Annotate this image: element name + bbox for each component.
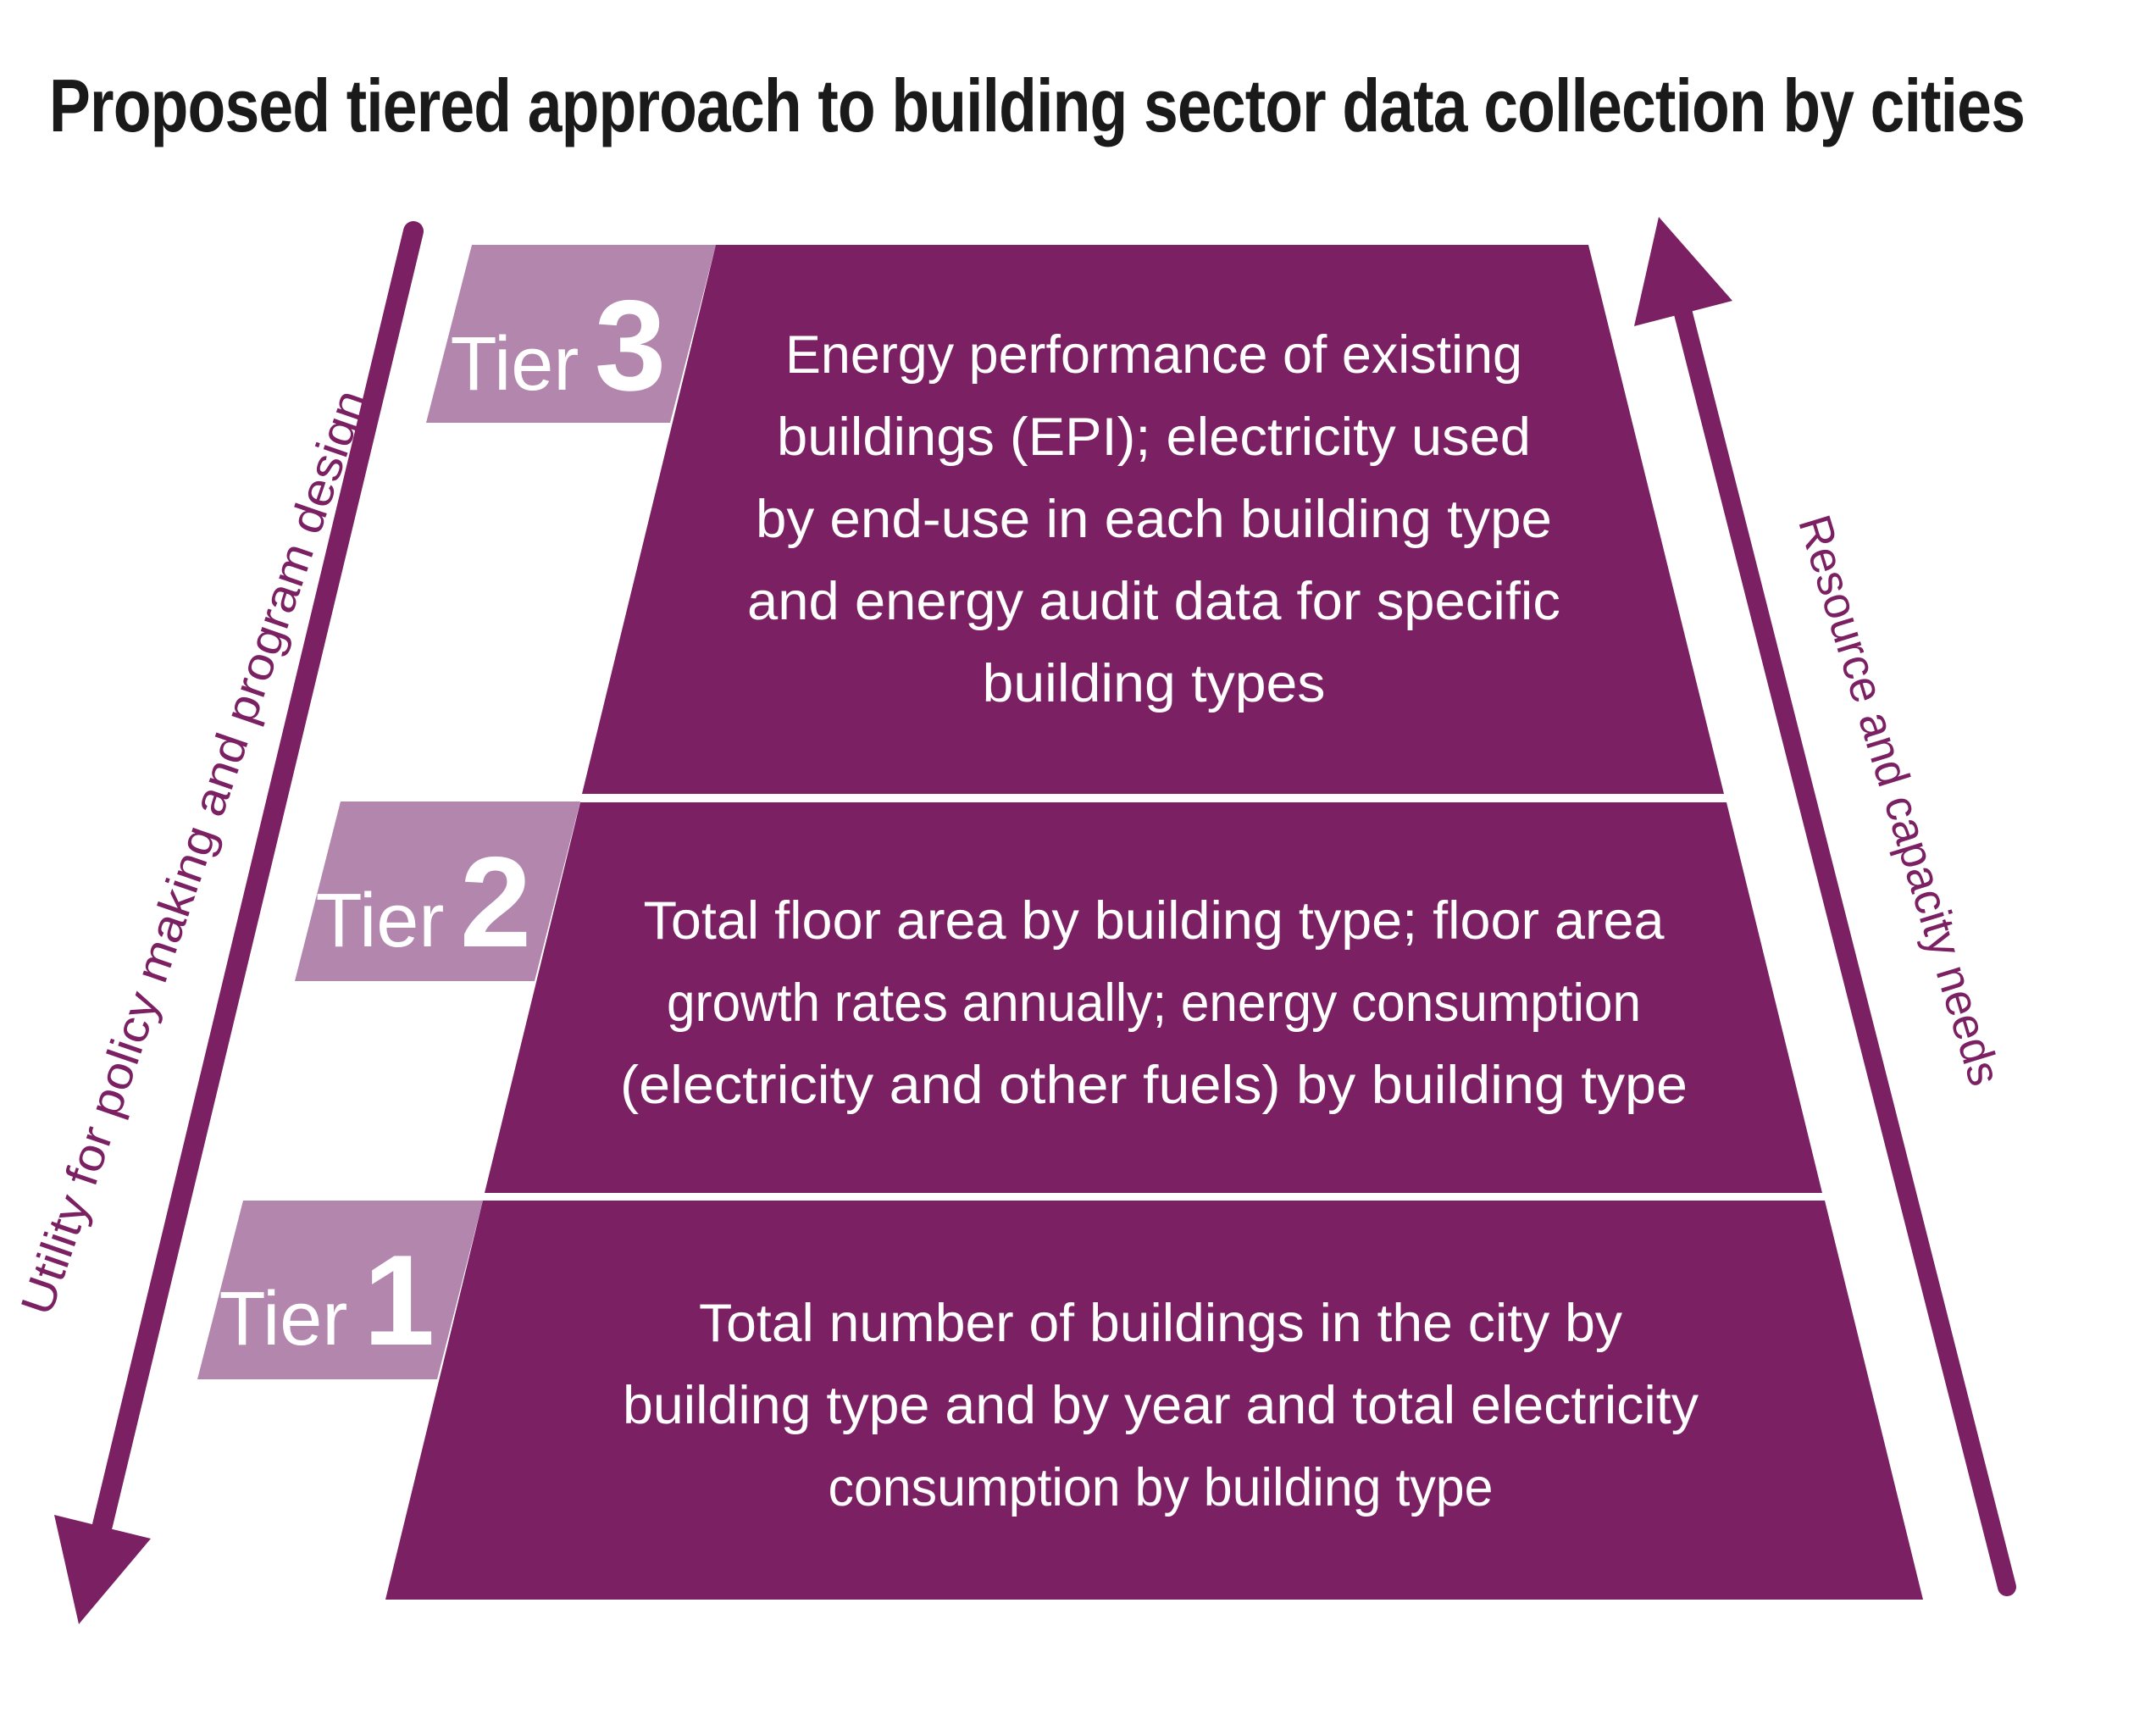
tier2-trapezoid	[485, 802, 1822, 1193]
tier2-label-number: 2	[460, 830, 532, 974]
tier2-label-box	[295, 801, 580, 981]
tier2-text-line2: growth rates annually; energy consumptio…	[667, 973, 1641, 1033]
tier3-label-word: Tier	[451, 322, 579, 407]
tier3-text-line1: Energy performance of existing	[785, 325, 1522, 385]
tier3-label-number: 3	[595, 274, 667, 418]
page-title: Proposed tiered approach to building sec…	[49, 64, 2025, 147]
right-axis-arrow-shaft	[1674, 304, 2016, 1596]
tier1-trapezoid	[385, 1201, 1923, 1600]
tier2-label: Tier 2	[316, 830, 532, 974]
tier3-text-line3: by end-use in each building type	[756, 490, 1552, 549]
tier3-text-line2: buildings (EPI); electricity used	[777, 408, 1531, 467]
tier1-label-box	[197, 1201, 483, 1379]
left-axis-arrow-shaft	[92, 221, 424, 1535]
tier3-label: Tier 3	[451, 274, 667, 418]
tier3-text-line4: and energy audit data for specific	[747, 572, 1560, 631]
right-axis-label: Resource and capacity needs	[1788, 509, 2010, 1091]
left-axis-arrowhead-icon	[54, 1515, 151, 1624]
tier3-trapezoid	[582, 245, 1724, 794]
tier1-label-word: Tier	[219, 1277, 348, 1362]
tier2-text-line3: (electricity and other fuels) by buildin…	[620, 1056, 1688, 1115]
tier3-text-line5: building types	[983, 654, 1326, 713]
tier1-text-line1: Total number of buildings in the city by	[699, 1294, 1623, 1353]
tier2-label-word: Tier	[316, 879, 445, 963]
tier1-text-line3: consumption by building type	[829, 1458, 1494, 1517]
tier1-label-number: 1	[363, 1229, 435, 1373]
tier1-text-line2: building type and by year and total elec…	[623, 1376, 1699, 1435]
tier2-text-line1: Total floor area by building type; floor…	[644, 891, 1665, 951]
tier1-label: Tier 1	[219, 1229, 435, 1373]
right-axis-arrowhead-icon	[1634, 217, 1732, 326]
tier3-label-box	[426, 245, 716, 423]
